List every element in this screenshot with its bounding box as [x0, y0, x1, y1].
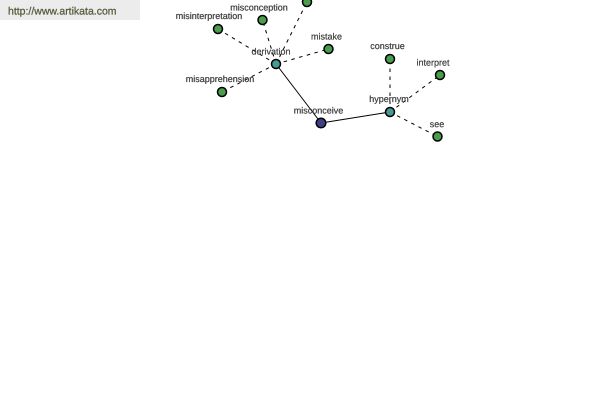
- svg-text:construe: construe: [370, 41, 405, 51]
- svg-text:mistake: mistake: [311, 32, 342, 42]
- svg-text:http://www.artikata.com: http://www.artikata.com: [8, 5, 117, 17]
- svg-text:hypernym: hypernym: [369, 94, 409, 104]
- svg-text:misapprehension: misapprehension: [186, 74, 255, 84]
- svg-text:misinterpretation: misinterpretation: [176, 11, 243, 21]
- svg-text:misconceive: misconceive: [294, 105, 344, 115]
- svg-text:derivation: derivation: [251, 46, 290, 56]
- svg-text:misconception: misconception: [230, 2, 288, 12]
- svg-text:interpret: interpret: [416, 58, 450, 68]
- svg-text:see: see: [430, 119, 445, 129]
